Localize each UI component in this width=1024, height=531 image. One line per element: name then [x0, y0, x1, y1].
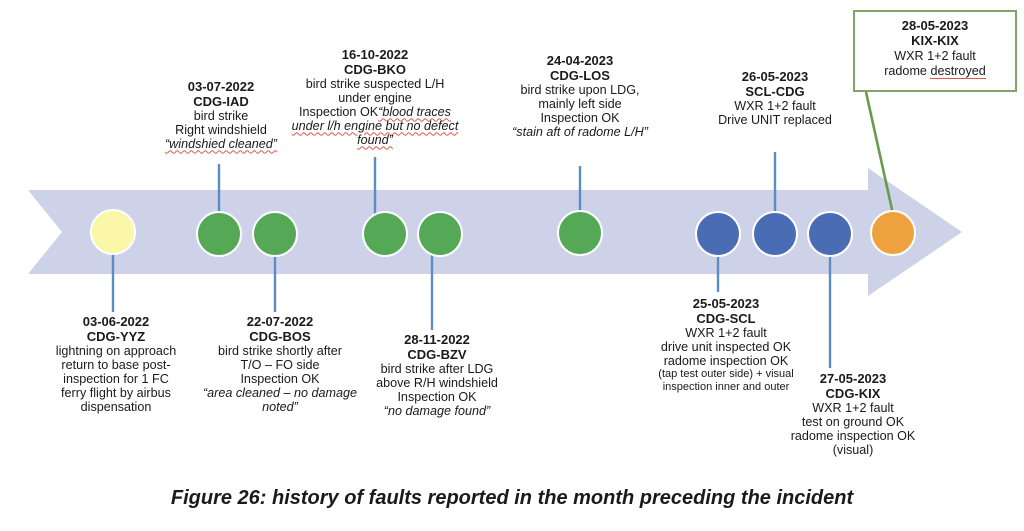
event-label-scl: 25-05-2023 CDG-SCL WXR 1+2 fault drive u…	[628, 296, 824, 393]
event-label-bzv: 28-11-2022 CDG-BZV bird strike after LDG…	[350, 332, 525, 419]
event-label-bko: 16-10-2022 CDG-BKO bird strike suspected…	[289, 47, 461, 148]
event-date: 03-06-2022	[82, 314, 150, 329]
event-label-sclcdg: 26-05-2023 SCL-CDG WXR 1+2 fault Drive U…	[685, 69, 865, 128]
node-iad[interactable]	[196, 211, 242, 257]
event-route: CDG-KIX	[825, 385, 881, 401]
event-line: Drive UNIT replaced	[718, 113, 832, 128]
event-line: inspection for 1 FC	[63, 372, 169, 387]
event-route: CDG-LOS	[550, 67, 610, 83]
callout-date: 28-05-2023	[901, 18, 969, 33]
event-quote: “no damage found”	[383, 404, 491, 419]
event-line: ferry flight by airbus	[61, 386, 171, 401]
connector-kixkix-callout	[864, 91, 895, 215]
event-line: above R/H windshield	[376, 376, 498, 391]
node-bos[interactable]	[252, 211, 298, 257]
figure-caption: Figure 26: history of faults reported in…	[170, 487, 854, 509]
event-route: CDG-SCL	[696, 310, 756, 326]
node-scl[interactable]	[695, 211, 741, 257]
event-date: 22-07-2022	[246, 314, 314, 329]
event-line: Inspection OK	[397, 390, 477, 405]
event-line: WXR 1+2 fault	[734, 99, 816, 114]
event-line: bird strike after LDG	[380, 362, 494, 377]
event-line: dispensation	[80, 400, 152, 415]
event-line: bird strike shortly after	[218, 344, 342, 359]
event-date: 03-07-2022	[187, 79, 255, 94]
event-line: Inspection OK	[540, 111, 620, 126]
event-date: 27-05-2023	[819, 371, 887, 386]
callout-highlight-prefix: radome	[884, 63, 931, 78]
event-quote: “windshied cleaned”	[164, 137, 277, 152]
node-los[interactable]	[557, 210, 603, 256]
event-route: CDG-IAD	[193, 93, 249, 109]
event-line: WXR 1+2 fault	[812, 401, 894, 416]
event-date: 24-04-2023	[546, 53, 614, 68]
event-label-bos: 22-07-2022 CDG-BOS bird strike shortly a…	[187, 314, 373, 415]
node-sclcdg[interactable]	[752, 211, 798, 257]
event-line: test on ground OK	[801, 415, 905, 430]
event-line: mainly left side	[538, 97, 622, 112]
event-date: 25-05-2023	[692, 296, 760, 311]
event-inspection-line: Inspection OK“blood traces under l/h eng…	[289, 105, 461, 147]
event-line: Inspection OK	[240, 372, 320, 387]
node-bzv[interactable]	[417, 211, 463, 257]
callout-route: KIX-KIX	[911, 33, 959, 49]
event-line: T/O – FO side	[240, 358, 320, 373]
event-label-yyz: 03-06-2022 CDG-YYZ lightning on approach…	[16, 314, 216, 415]
event-line: bird strike upon LDG,	[520, 83, 640, 98]
callout-highlight-line: radome destroyed	[863, 63, 1007, 79]
event-line: radome inspection OK	[790, 429, 916, 444]
node-kixkix[interactable]	[870, 210, 916, 256]
event-route: SCL-CDG	[745, 83, 805, 99]
event-route: CDG-BZV	[407, 346, 467, 362]
event-quote: “blood traces under l/h engine but no de…	[291, 105, 459, 148]
event-date: 26-05-2023	[741, 69, 809, 84]
event-line: radome inspection OK	[663, 354, 789, 369]
event-date: 16-10-2022	[341, 47, 409, 62]
event-label-los: 24-04-2023 CDG-LOS bird strike upon LDG,…	[480, 53, 680, 140]
event-inspection-text: Inspection OK	[299, 105, 379, 120]
event-date: 28-11-2022	[404, 332, 470, 347]
event-line: WXR 1+2 fault	[685, 326, 767, 341]
event-line: bird strike suspected L/H	[305, 77, 445, 92]
event-route: CDG-BKO	[343, 61, 407, 77]
node-kix[interactable]	[807, 211, 853, 257]
event-line-small: inspection inner and outer	[662, 380, 790, 393]
event-line: return to base post-	[61, 358, 171, 373]
event-line-small: (tap test outer side) + visual	[658, 368, 794, 381]
event-line: Right windshield	[175, 123, 267, 138]
callout-line: WXR 1+2 fault	[894, 48, 976, 63]
event-line: drive unit inspected OK	[660, 340, 792, 355]
event-label-iad: 03-07-2022 CDG-IAD bird strike Right win…	[126, 79, 316, 152]
event-route: CDG-YYZ	[86, 328, 146, 344]
event-quote: “stain aft of radome L/H”	[512, 125, 648, 140]
event-line: lightning on approach	[55, 344, 177, 359]
node-bko[interactable]	[362, 211, 408, 257]
callout-box-kixkix[interactable]: 28-05-2023 KIX-KIX WXR 1+2 fault radome …	[853, 10, 1017, 92]
event-label-kix: 27-05-2023 CDG-KIX WXR 1+2 fault test on…	[762, 371, 944, 458]
event-line: bird strike	[193, 109, 249, 124]
callout-highlight-word: destroyed	[930, 63, 986, 79]
node-yyz[interactable]	[90, 209, 136, 255]
event-line: (visual)	[832, 443, 874, 458]
event-line: under engine	[338, 91, 412, 106]
event-route: CDG-BOS	[249, 328, 311, 344]
event-quote: “area cleaned – no damage noted”	[202, 386, 358, 415]
